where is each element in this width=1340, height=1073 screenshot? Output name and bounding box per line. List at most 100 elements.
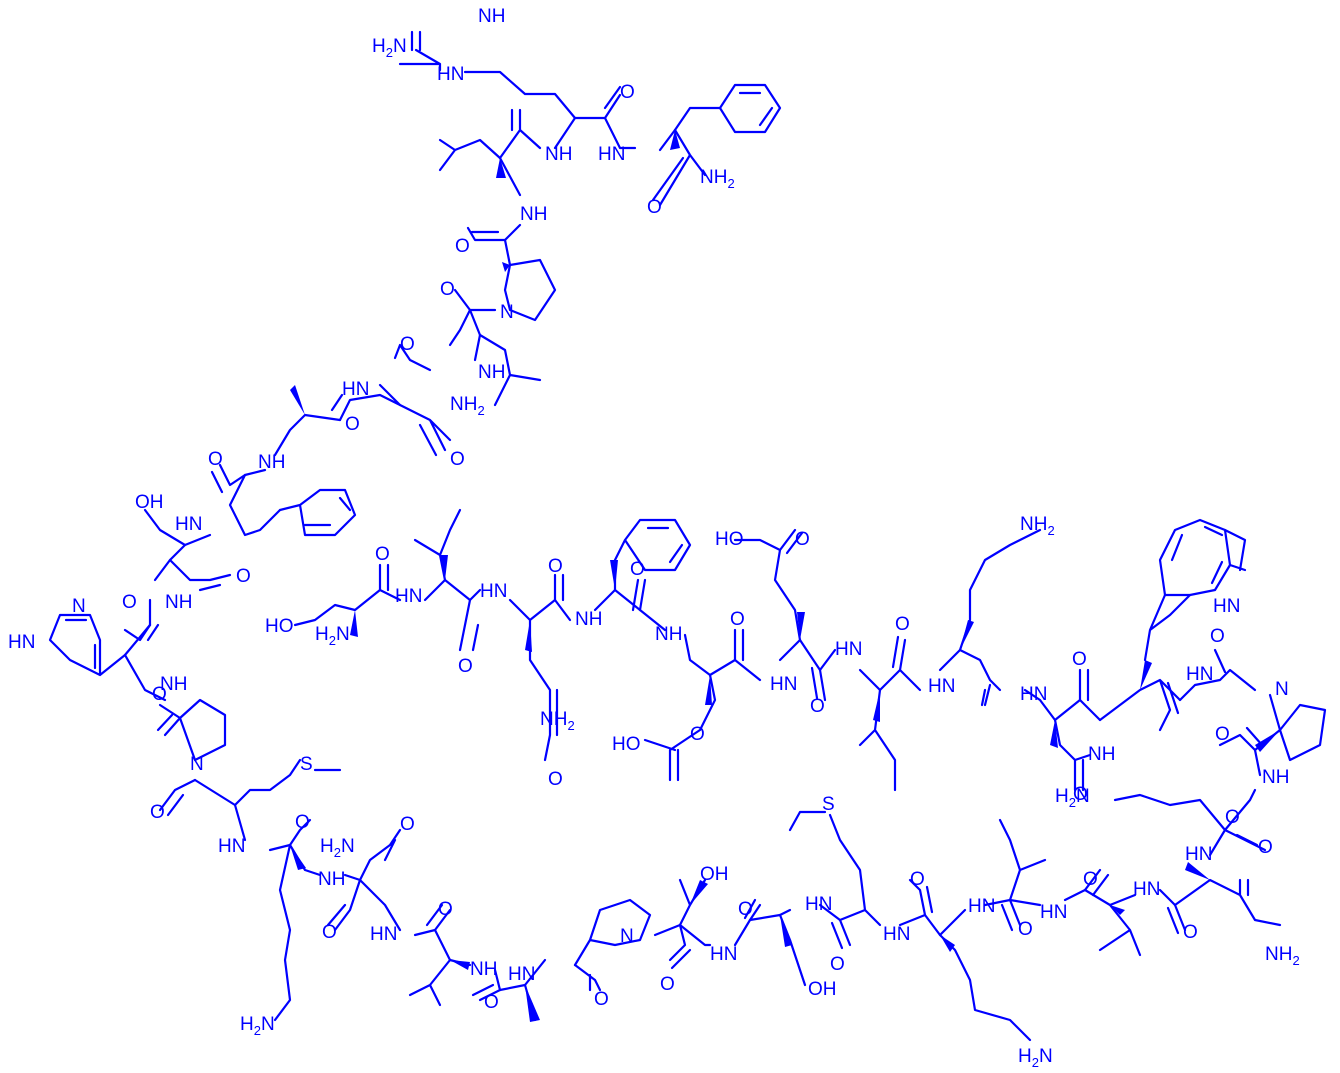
atom-label-n16: NH2 — [450, 394, 485, 418]
atom-label-n84: O — [895, 614, 910, 635]
atom-label-n11: N — [500, 302, 514, 323]
atom-label-n81: NH — [1088, 744, 1115, 765]
atom-label-n59: O — [1018, 919, 1033, 940]
atom-label-n55: HN — [883, 924, 910, 945]
atom-label-n95: O — [690, 724, 705, 745]
atom-label-n25: NH — [165, 592, 192, 613]
atom-label-n91: O — [630, 559, 645, 580]
atom-label-n6: HN — [598, 144, 625, 165]
atom-label-n94: O — [795, 529, 810, 550]
atom-label-n92: NH — [575, 609, 602, 630]
atom-label-n65: O — [1225, 807, 1240, 828]
atom-label-n78: O — [1072, 649, 1087, 670]
atom-label-n36: O — [400, 814, 415, 835]
atom-label-n90: NH — [655, 624, 682, 645]
atom-label-n57: HN — [968, 896, 995, 917]
atom-label-n22: OH — [135, 492, 164, 513]
atom-label-n71: O — [1258, 837, 1273, 858]
atom-label-n56: O — [910, 869, 925, 890]
bond-lines — [48, 30, 1327, 1042]
atom-label-n38: O — [322, 922, 337, 943]
atom-label-n73: N — [1275, 679, 1289, 700]
atom-label-n19: NH — [258, 452, 285, 473]
atom-label-n35: H2N — [320, 836, 355, 860]
atom-label-n17: O — [345, 414, 360, 435]
atom-label-n7: NH2 — [700, 167, 735, 191]
atom-label-n9: NH — [520, 204, 547, 225]
atom-label-n80: O — [1073, 784, 1088, 805]
atom-label-n42: NH — [470, 959, 497, 980]
atom-label-n30: N — [190, 754, 204, 775]
atom-label-n3: HN — [437, 64, 464, 85]
atom-label-n43: HN — [508, 964, 535, 985]
atom-label-n8: O — [647, 197, 662, 218]
atom-label-n54: O — [830, 954, 845, 975]
atom-label-n64: HN — [1185, 844, 1212, 865]
atom-label-n103: HN — [395, 586, 422, 607]
atom-label-n97: NH2 — [540, 709, 575, 733]
atom-label-n104: H2N — [315, 624, 350, 648]
atom-label-n47: OH — [700, 864, 729, 885]
atom-label-n85: HN — [835, 639, 862, 660]
atom-label-n18: O — [450, 449, 465, 470]
atom-label-n77: HN — [1020, 684, 1047, 705]
atom-label-n87: HN — [770, 674, 797, 695]
atom-label-n61: O — [1083, 869, 1098, 890]
atom-label-n82: HN — [928, 676, 955, 697]
atom-label-n72: O — [1215, 724, 1230, 745]
atom-label-n29: O — [152, 684, 167, 705]
atom-label-n27: N — [72, 596, 86, 617]
atom-label-n1: NH — [478, 6, 505, 27]
atom-label-n2: H2N — [372, 36, 407, 60]
atom-label-n13: O — [400, 334, 415, 355]
atom-label-n50: O — [738, 899, 753, 920]
atom-label-n37: NH — [318, 869, 345, 890]
atom-label-n105: HO — [265, 616, 294, 637]
atom-label-n60: HN — [1040, 902, 1067, 923]
atom-label-n98: O — [548, 769, 563, 790]
atom-label-n34: O — [295, 812, 310, 833]
atom-label-n99: HN — [480, 581, 507, 602]
atom-label-n21: HN — [175, 514, 202, 535]
atom-label-n10: O — [455, 236, 470, 257]
atom-label-n4: O — [620, 82, 635, 103]
atom-label-n89: O — [730, 609, 745, 630]
atom-label-n40: O — [438, 899, 453, 920]
atom-label-n58: H2N — [1018, 1046, 1053, 1070]
atom-label-n74: HN — [1186, 664, 1213, 685]
atom-label-n5: NH — [545, 144, 572, 165]
atom-label-n33: HN — [218, 836, 245, 857]
atom-label-n24: O — [122, 592, 137, 613]
atom-label-n96: HO — [612, 734, 641, 755]
atom-label-n75: O — [1210, 626, 1225, 647]
atom-label-n48: O — [660, 974, 675, 995]
atom-label-n100: O — [548, 556, 563, 577]
atom-label-n68: HN — [1213, 596, 1240, 617]
atom-label-n101: O — [458, 656, 473, 677]
atom-label-n32: S — [300, 754, 313, 775]
atom-label-n39: HN — [370, 924, 397, 945]
atom-label-n28: NH — [160, 674, 187, 695]
atom-label-n67: NH2 — [1020, 514, 1055, 538]
atom-label-n12: O — [440, 279, 455, 300]
atom-label-n53: S — [822, 794, 835, 815]
atom-label-n26: HN — [8, 632, 35, 653]
atom-label-n49: HN — [710, 944, 737, 965]
atom-label-n15: HN — [342, 379, 369, 400]
atom-label-n69: H2N — [1055, 786, 1090, 810]
atom-label-n46: N — [620, 926, 634, 947]
atom-label-n52: OH — [808, 979, 837, 1000]
atom-label-n45: O — [594, 989, 609, 1010]
atom-label-n31: O — [150, 802, 165, 823]
atom-label-n66: NH2 — [1265, 944, 1300, 968]
atom-label-n86: O — [810, 696, 825, 717]
atom-label-n106: O — [375, 544, 390, 565]
atom-label-n23: O — [236, 566, 251, 587]
atom-label-n51: HN — [805, 894, 832, 915]
atom-label-n62: HN — [1133, 879, 1160, 900]
atom-label-n63: O — [1183, 922, 1198, 943]
atom-label-n93: HO — [715, 529, 744, 550]
atom-label-n70: NH — [1262, 767, 1289, 788]
